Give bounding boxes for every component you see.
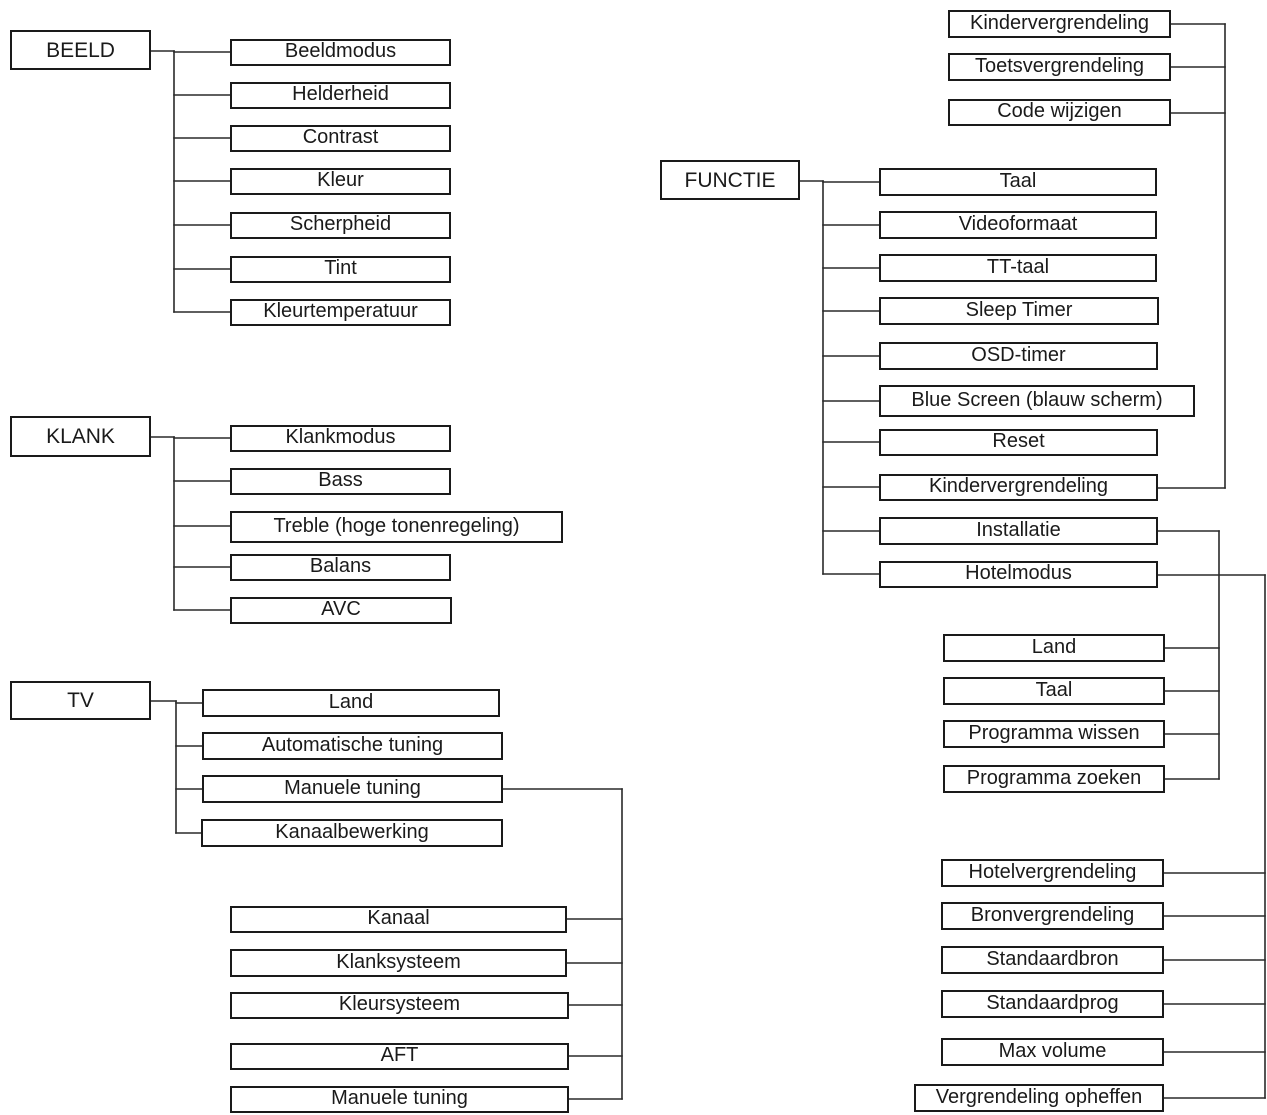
beeld-item-beeldmodus: Beeldmodus bbox=[230, 39, 451, 66]
beeld-item-tint: Tint bbox=[230, 256, 451, 283]
klank-item-balans: Balans bbox=[230, 554, 451, 581]
kindervergrendeling-item-kindervergrendeling: Kindervergrendeling bbox=[948, 10, 1171, 38]
beeld-item-scherpheid: Scherpheid bbox=[230, 212, 451, 239]
hotelmodus-item-hotelvergrendeling: Hotelvergrendeling bbox=[941, 859, 1164, 887]
beeld-menu-node: BEELD bbox=[10, 30, 151, 70]
beeld-item-contrast: Contrast bbox=[230, 125, 451, 152]
manuele-tuning-item-klanksysteem: Klanksysteem bbox=[230, 949, 567, 977]
kindervergrendeling-item-code-wijzigen: Code wijzigen bbox=[948, 99, 1171, 126]
beeld-item-helderheid: Helderheid bbox=[230, 82, 451, 109]
installatie-item-land: Land bbox=[943, 634, 1165, 662]
installatie-item-programma-wissen: Programma wissen bbox=[943, 720, 1165, 748]
functie-item-sleep-timer: Sleep Timer bbox=[879, 297, 1159, 325]
hotelmodus-item-max-volume: Max volume bbox=[941, 1038, 1164, 1066]
tv-item-kanaalbewerking: Kanaalbewerking bbox=[201, 819, 503, 847]
installatie-item-programma-zoeken: Programma zoeken bbox=[943, 765, 1165, 793]
kindervergrendeling-item-toetsvergrendeling: Toetsvergrendeling bbox=[948, 53, 1171, 81]
functie-connectors bbox=[799, 180, 880, 575]
tv-connectors bbox=[150, 700, 203, 834]
beeld-connectors bbox=[150, 50, 231, 313]
klank-item-treble: Treble (hoge tonenregeling) bbox=[230, 511, 563, 543]
functie-item-kindervergrendeling: Kindervergrendeling bbox=[879, 474, 1158, 501]
functie-item-reset: Reset bbox=[879, 429, 1158, 456]
functie-menu-node: FUNCTIE bbox=[660, 160, 800, 200]
klank-item-klankmodus: Klankmodus bbox=[230, 425, 451, 452]
tv-item-automatische-tuning: Automatische tuning bbox=[202, 732, 503, 760]
installatie-item-taal: Taal bbox=[943, 677, 1165, 705]
manuele-tuning-item-manuele-tuning: Manuele tuning bbox=[230, 1086, 569, 1113]
hotelmodus-connectors bbox=[1157, 574, 1266, 1099]
beeld-item-kleurtemperatuur: Kleurtemperatuur bbox=[230, 299, 451, 326]
functie-item-videoformaat: Videoformaat bbox=[879, 211, 1157, 239]
functie-item-taal: Taal bbox=[879, 168, 1157, 196]
functie-item-installatie: Installatie bbox=[879, 517, 1158, 545]
hotelmodus-item-standaardprog: Standaardprog bbox=[941, 990, 1164, 1018]
manuele-tuning-item-aft: AFT bbox=[230, 1043, 569, 1070]
klank-connectors bbox=[150, 436, 231, 611]
installatie-connectors bbox=[1157, 530, 1220, 780]
manuele-tuning-connectors bbox=[502, 788, 623, 1100]
hotelmodus-item-bronvergrendeling: Bronvergrendeling bbox=[941, 902, 1164, 930]
functie-item-osd-timer: OSD-timer bbox=[879, 342, 1158, 370]
functie-item-blue-screen: Blue Screen (blauw scherm) bbox=[879, 385, 1195, 417]
manuele-tuning-item-kleursysteem: Kleursysteem bbox=[230, 992, 569, 1019]
klank-item-avc: AVC bbox=[230, 597, 452, 624]
kindervergrendeling-connectors bbox=[1157, 23, 1226, 489]
klank-menu-node: KLANK bbox=[10, 416, 151, 457]
hotelmodus-item-standaardbron: Standaardbron bbox=[941, 946, 1164, 974]
manuele-tuning-item-kanaal: Kanaal bbox=[230, 906, 567, 933]
tv-menu-node: TV bbox=[10, 681, 151, 720]
functie-item-tt-taal: TT-taal bbox=[879, 254, 1157, 282]
hotelmodus-item-vergrendeling-opheffen: Vergrendeling opheffen bbox=[914, 1084, 1164, 1112]
tv-item-land: Land bbox=[202, 689, 500, 717]
beeld-item-kleur: Kleur bbox=[230, 168, 451, 195]
klank-item-bass: Bass bbox=[230, 468, 451, 495]
tv-item-manuele-tuning: Manuele tuning bbox=[202, 775, 503, 803]
functie-item-hotelmodus: Hotelmodus bbox=[879, 561, 1158, 588]
